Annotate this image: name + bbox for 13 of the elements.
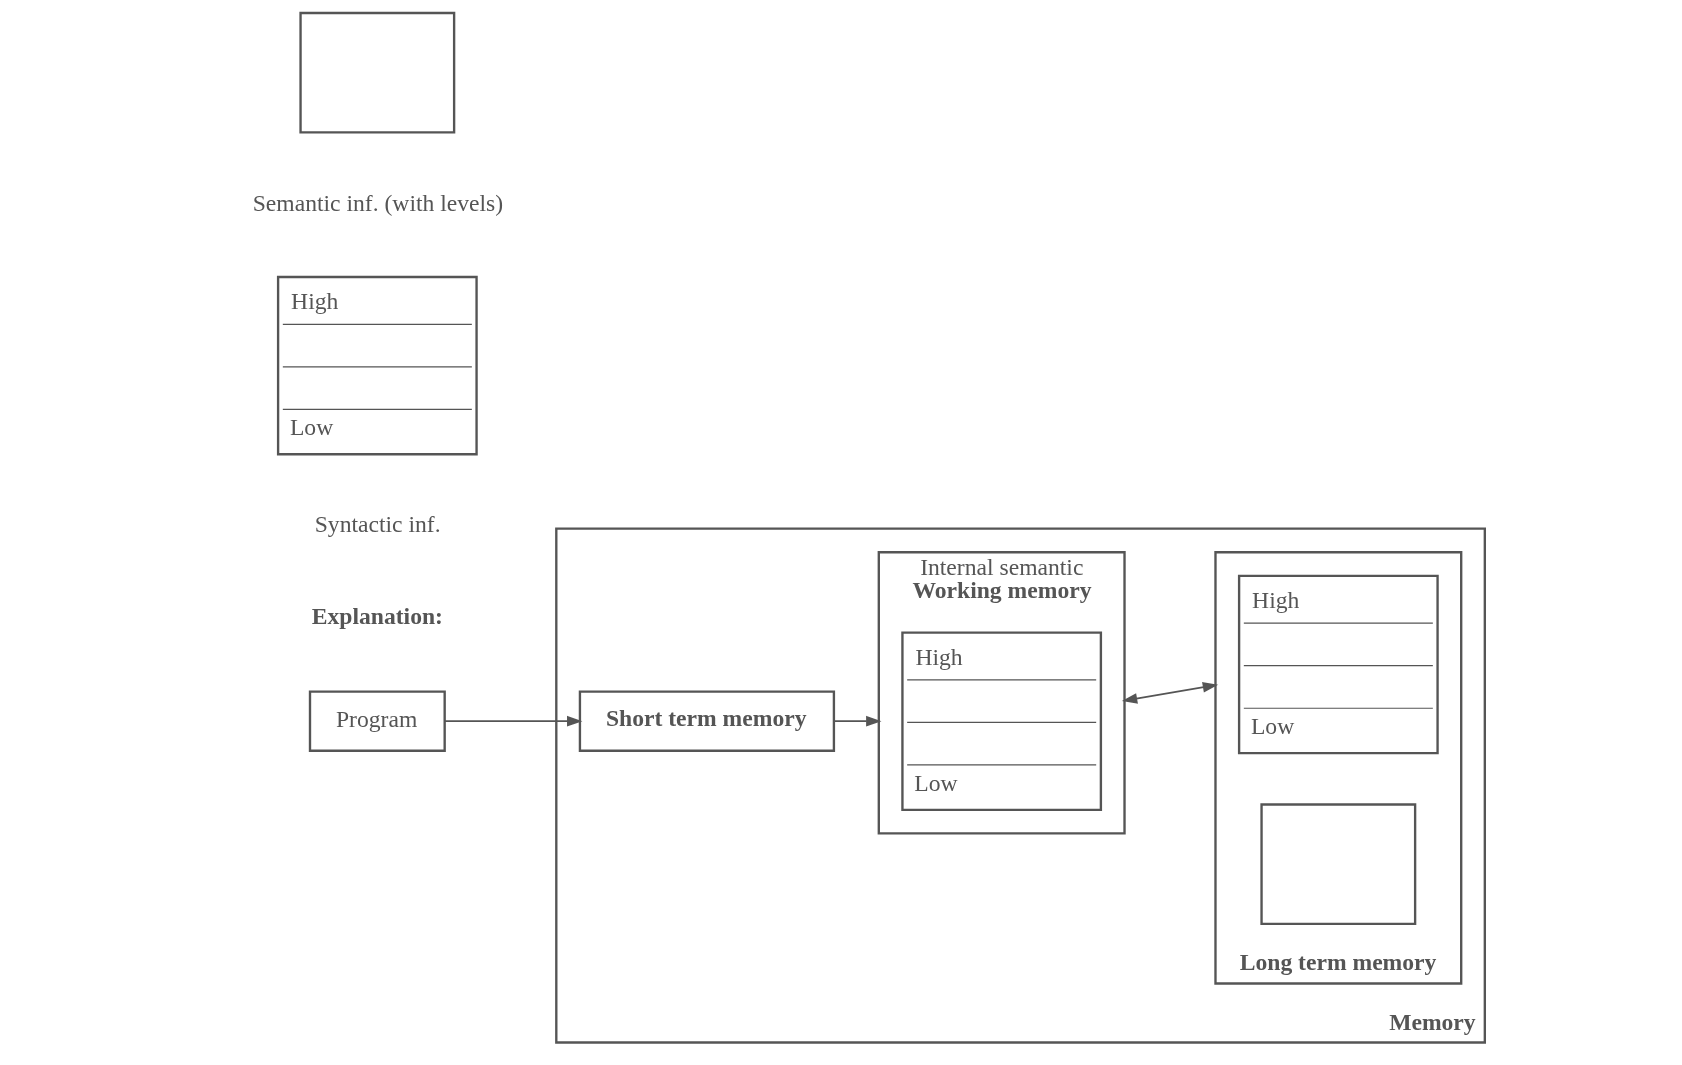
- arrow: [1121, 681, 1218, 704]
- label: Syntactic inf.: [314, 511, 441, 538]
- label: Semantic inf. (with levels): [252, 189, 503, 216]
- node-box: High Low: [1237, 574, 1439, 755]
- node-box: Program: [308, 690, 446, 752]
- node-box: [298, 11, 455, 134]
- node-box: High Low: [900, 631, 1102, 811]
- node-box: [1259, 803, 1416, 925]
- arrow: [832, 715, 881, 727]
- node-box: Short term memory: [578, 690, 835, 752]
- arrow: [443, 715, 582, 727]
- node-box: High Low: [276, 275, 478, 456]
- label: Explanation:: [311, 603, 443, 630]
